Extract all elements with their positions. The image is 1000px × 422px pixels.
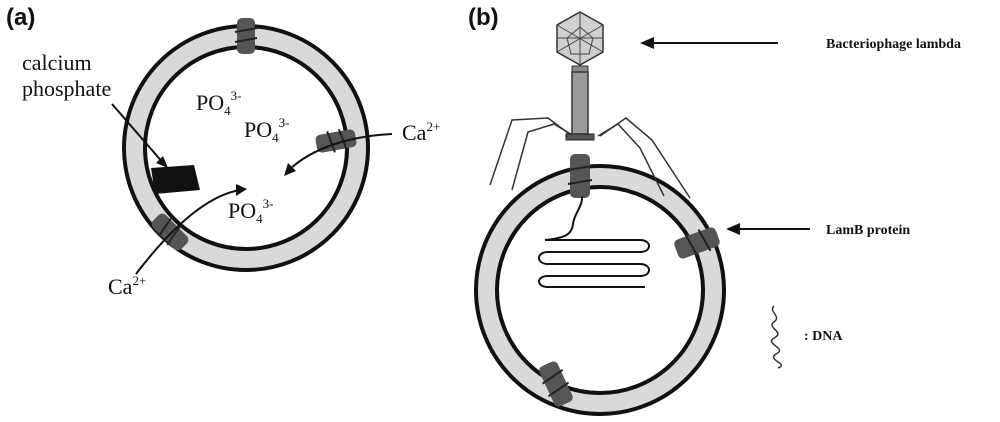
channel-protein-a-bottom-left — [151, 213, 189, 251]
phage-baseplate — [565, 133, 595, 141]
cell-b-inner-membrane — [495, 185, 705, 395]
calcium-ion-bottom: Ca2+ — [108, 273, 146, 299]
phage-tail-fibers — [489, 117, 691, 199]
phage-head — [556, 11, 604, 66]
dna-legend-label: : DNA — [804, 329, 843, 344]
calcium-ion-right: Ca2+ — [402, 119, 440, 145]
lamb-pointer-arrowhead — [726, 223, 740, 235]
phosphate-ion-3: PO43- — [228, 196, 273, 226]
calcium-phosphate-pointer-arrow — [111, 103, 165, 165]
calcium-influx-arrow-bottom — [135, 189, 241, 275]
lamb-protein-right — [674, 227, 720, 259]
calcium-phosphate-label-line2: phosphate — [22, 76, 111, 101]
phage-tail — [571, 71, 589, 135]
lamb-protein-bottom — [539, 361, 573, 407]
phage-collar — [571, 65, 589, 73]
bacteriophage-lambda-label: Bacteriophage lambda — [826, 37, 961, 52]
calcium-phosphate-label-line1: calcium — [22, 50, 92, 75]
channel-protein-a-top — [234, 18, 258, 54]
injected-dna — [538, 195, 650, 288]
calcium-phosphate-precipitate — [151, 165, 200, 194]
dna-legend-icon — [770, 305, 783, 369]
bacteriophage-pointer-arrowhead — [640, 37, 654, 49]
cell-b — [474, 164, 726, 416]
panel-a-label: (a) — [6, 4, 35, 31]
calcium-phosphate-pointer-arrowhead — [156, 156, 168, 168]
phosphate-ion-2: PO43- — [244, 115, 289, 145]
calcium-influx-arrow-right — [288, 133, 393, 171]
calcium-influx-arrowhead-bottom — [236, 184, 247, 196]
phosphate-ion-1: PO43- — [196, 88, 241, 118]
calcium-influx-arrowhead-right — [284, 163, 296, 176]
panel-b-label: (b) — [468, 4, 499, 31]
lamb-protein-label: LamB protein — [826, 223, 910, 238]
lamb-protein-top — [567, 154, 593, 198]
